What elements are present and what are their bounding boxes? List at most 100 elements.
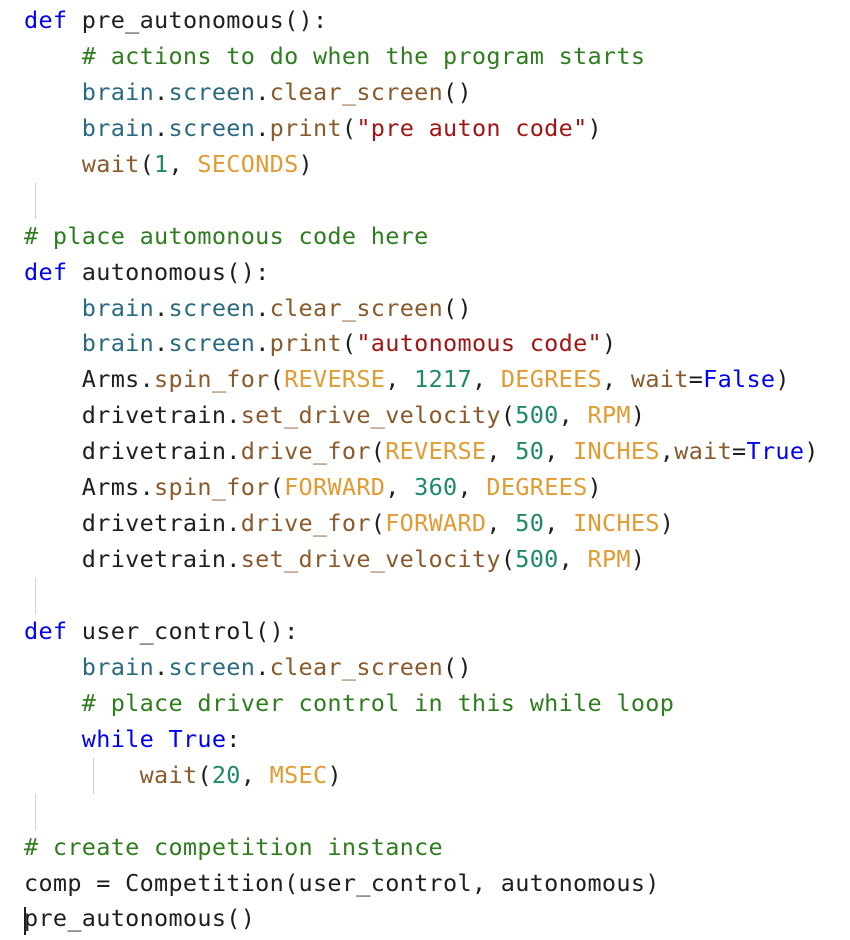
code-line[interactable]: while True:: [24, 722, 850, 758]
code-token-text: autonomous():: [67, 257, 270, 286]
code-token-function: drive_for: [240, 509, 371, 538]
code-token-text: (: [197, 760, 212, 789]
code-line[interactable]: drivetrain.set_drive_velocity(500, RPM): [24, 398, 850, 434]
code-token-number: 20: [211, 760, 241, 789]
code-token-text: ,: [486, 509, 516, 538]
code-token-constant: DEGREES: [500, 365, 602, 394]
code-token-comment: # place automonous code here: [24, 221, 429, 250]
code-line[interactable]: brain.screen.clear_screen(): [24, 75, 850, 111]
code-line[interactable]: [24, 578, 850, 614]
code-line[interactable]: # place driver control in this while loo…: [24, 686, 850, 722]
code-token-text: .: [255, 113, 270, 142]
code-token-function: clear_screen: [269, 293, 444, 322]
code-token-function: wait: [674, 437, 733, 466]
code-token-text: ): [775, 365, 790, 394]
code-line[interactable]: # place automonous code here: [24, 219, 850, 255]
code-line[interactable]: drivetrain.drive_for(REVERSE, 50, INCHES…: [24, 434, 850, 470]
code-line[interactable]: comp = Competition(user_control, autonom…: [24, 866, 850, 902]
code-token-text: ,: [471, 365, 501, 394]
indent-space: [24, 509, 82, 537]
code-line[interactable]: # create competition instance: [24, 830, 850, 866]
code-token-text: .: [154, 652, 169, 681]
code-line[interactable]: def user_control():: [24, 614, 850, 650]
code-line[interactable]: [24, 793, 850, 830]
code-token-text: .: [154, 329, 169, 358]
code-line[interactable]: [24, 182, 850, 219]
indent-space: [24, 329, 82, 357]
code-token-function: print: [269, 329, 342, 358]
code-token-text: (): [443, 293, 472, 322]
code-token-text: ): [804, 437, 819, 466]
code-token-text: ,: [486, 437, 516, 466]
code-token-function: set_drive_velocity: [240, 545, 501, 574]
indent-space: [24, 473, 82, 501]
code-token-text: drivetrain: [81, 509, 227, 538]
indent-space: [24, 401, 82, 429]
code-token-text: ,: [601, 365, 631, 394]
code-token-module: screen: [168, 77, 256, 106]
code-token-text: ,: [240, 760, 270, 789]
code-token-keyword: while: [81, 724, 155, 753]
code-token-number: 360: [414, 473, 458, 502]
code-token-function: print: [269, 113, 342, 142]
code-token-text: (: [370, 509, 386, 538]
text-cursor: [24, 907, 26, 936]
indent-space: [24, 725, 82, 753]
indent-space: [24, 78, 82, 106]
code-token-number: 500: [515, 545, 559, 574]
indent-guide: [93, 757, 94, 794]
code-line[interactable]: wait(1, SECONDS): [24, 147, 850, 183]
code-token-text: (: [341, 329, 357, 358]
code-token-text: ,: [544, 437, 574, 466]
indent-space: [24, 42, 82, 70]
code-token-text: .: [226, 437, 241, 466]
code-line[interactable]: drivetrain.set_drive_velocity(500, RPM): [24, 542, 850, 578]
code-line[interactable]: # actions to do when the program starts: [24, 39, 850, 75]
code-token-text: ): [327, 760, 342, 789]
code-line[interactable]: Arms.spin_for(FORWARD, 360, DEGREES): [24, 470, 850, 506]
code-line[interactable]: Arms.spin_for(REVERSE, 1217, DEGREES, wa…: [24, 362, 850, 398]
code-token-text: pre_autonomous(): [24, 904, 256, 933]
code-token-module: brain: [81, 113, 155, 142]
code-token-constant: INCHES: [573, 437, 660, 466]
code-token-text: ,: [457, 473, 487, 502]
code-line[interactable]: def autonomous():: [24, 255, 850, 291]
code-token-keyword: def: [24, 257, 68, 286]
code-line[interactable]: pre_autonomous(): [24, 901, 850, 937]
code-token-text: (: [269, 365, 285, 394]
indent-space: [24, 761, 140, 789]
indent-space: [24, 545, 82, 573]
code-token-text: ): [587, 113, 602, 142]
code-token-keyword: True: [168, 724, 227, 753]
code-token-text: ,: [558, 545, 588, 574]
code-line[interactable]: drivetrain.drive_for(FORWARD, 50, INCHES…: [24, 506, 850, 542]
code-line[interactable]: brain.screen.clear_screen(): [24, 650, 850, 686]
code-line[interactable]: brain.screen.print("autonomous code"): [24, 326, 850, 362]
code-token-function: clear_screen: [269, 652, 444, 681]
code-token-function: clear_screen: [269, 77, 444, 106]
code-token-constant: DEGREES: [486, 473, 588, 502]
code-line[interactable]: def pre_autonomous():: [24, 3, 850, 39]
code-token-keyword: False: [703, 365, 776, 394]
code-token-text: comp = Competition(user_control, autonom…: [24, 868, 660, 897]
code-token-text: ,: [385, 365, 415, 394]
code-token-constant: RPM: [587, 545, 631, 574]
code-token-constant: REVERSE: [284, 365, 386, 394]
code-token-comment: # create competition instance: [24, 832, 443, 861]
code-token-module: screen: [168, 293, 256, 322]
code-token-text: ): [659, 509, 675, 538]
code-token-function: drive_for: [240, 437, 371, 466]
code-token-keyword: def: [24, 616, 68, 645]
code-line[interactable]: wait(20, MSEC): [24, 757, 850, 794]
code-token-text: drivetrain: [81, 401, 227, 430]
indent-guide: [35, 793, 36, 830]
code-line[interactable]: brain.screen.print("pre auton code"): [24, 111, 850, 147]
code-token-text: (: [500, 545, 516, 574]
code-token-text: (: [269, 473, 285, 502]
code-token-text: Arms: [81, 473, 140, 502]
indent-space: [24, 150, 82, 178]
code-token-function: spin_for: [154, 473, 270, 502]
code-line[interactable]: brain.screen.clear_screen(): [24, 291, 850, 327]
code-token-function: set_drive_velocity: [240, 401, 501, 430]
